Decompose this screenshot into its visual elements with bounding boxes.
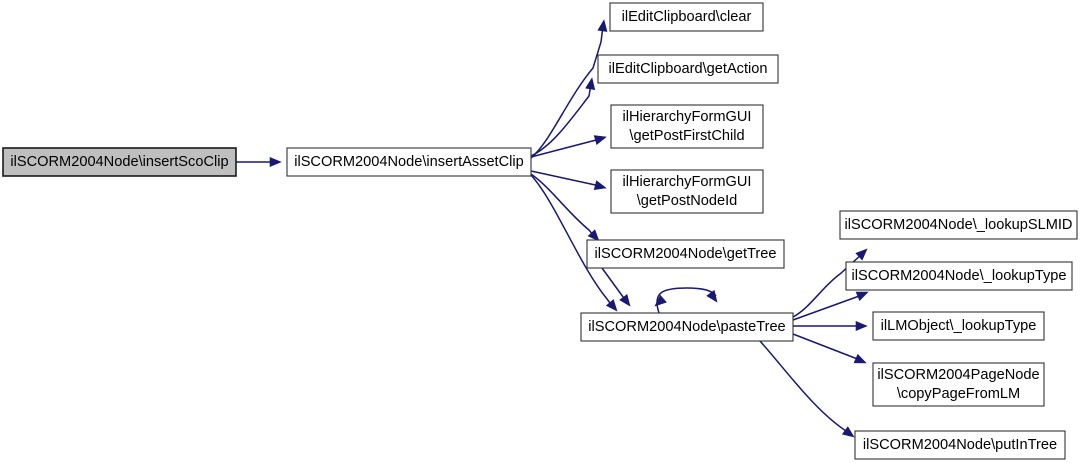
node-copyPageFromLM[interactable]: ilSCORM2004PageNode \copyPageFromLM <box>872 362 1045 407</box>
node-label-getAction: ilEditClipboard\getAction <box>609 61 768 77</box>
node-label-lookupSLMID: ilSCORM2004Node\_lookupSLMID <box>845 217 1073 233</box>
node-box-lookupTypeNode[interactable] <box>845 261 1073 291</box>
edge-insertAssetClip-to-getPostFirstChild <box>530 135 607 158</box>
node-pasteTree[interactable]: ilSCORM2004Node\pasteTree <box>580 312 794 342</box>
node-box-getPostFirstChild[interactable] <box>610 104 764 149</box>
node-lookupTypeNode[interactable]: ilSCORM2004Node\_lookupType <box>845 261 1073 291</box>
node-label-lookupTypeLMObject: ilLMObject\_lookupType <box>881 318 1037 334</box>
node-box-copyPageFromLM[interactable] <box>872 362 1045 407</box>
edge-insertScoClip-to-insertAssetClip <box>236 156 282 168</box>
node-label-insertScoClip: ilSCORM2004Node\insertScoClip <box>10 154 228 170</box>
node-box-lookupTypeLMObject[interactable] <box>872 311 1045 341</box>
node-label-insertAssetClip: ilSCORM2004Node\insertAssetClip <box>294 154 524 170</box>
node-label-copyPageFromLM: \copyPageFromLM <box>897 386 1020 402</box>
node-label-getPostFirstChild: \getPostFirstChild <box>629 128 744 144</box>
node-label-putInTree: ilSCORM2004Node\putInTree <box>863 437 1057 453</box>
edge-getTree-to-pasteTree <box>601 267 631 307</box>
node-label-clear: ilEditClipboard\clear <box>622 9 752 25</box>
edge-insertAssetClip-to-clear <box>530 19 608 159</box>
node-label-pasteTree: ilSCORM2004Node\pasteTree <box>588 319 785 335</box>
node-box-getTree[interactable] <box>586 239 785 269</box>
node-box-putInTree[interactable] <box>854 430 1066 460</box>
node-getAction[interactable]: ilEditClipboard\getAction <box>597 54 779 84</box>
node-box-insertAssetClip[interactable] <box>286 147 532 177</box>
node-label-copyPageFromLM: ilSCORM2004PageNode <box>877 367 1039 383</box>
node-label-lookupTypeNode: ilSCORM2004Node\_lookupType <box>852 268 1067 284</box>
node-putInTree[interactable]: ilSCORM2004Node\putInTree <box>854 430 1066 460</box>
edge-pasteTree-to-lookupTypeLMObject <box>793 320 868 332</box>
node-label-getPostNodeId: \getPostNodeId <box>637 193 738 209</box>
node-label-getPostFirstChild: ilHierarchyFormGUI <box>623 109 752 125</box>
node-box-lookupSLMID[interactable] <box>839 210 1078 240</box>
node-box-clear[interactable] <box>609 2 764 32</box>
node-lookupTypeLMObject[interactable]: ilLMObject\_lookupType <box>872 311 1045 341</box>
node-insertAssetClip[interactable]: ilSCORM2004Node\insertAssetClip <box>286 147 532 177</box>
edge-pasteTree-to-lookupSLMID <box>792 248 868 318</box>
node-box-pasteTree[interactable] <box>580 312 794 342</box>
node-insertScoClip[interactable]: ilSCORM2004Node\insertScoClip <box>2 147 237 177</box>
node-box-getPostNodeId[interactable] <box>610 169 764 214</box>
node-getTree[interactable]: ilSCORM2004Node\getTree <box>586 239 785 269</box>
edge-pasteTree-to-lookupTypeNode <box>792 291 869 321</box>
node-label-getTree: ilSCORM2004Node\getTree <box>595 246 777 262</box>
node-getPostNodeId[interactable]: ilHierarchyFormGUI \getPostNodeId <box>610 169 764 214</box>
node-lookupSLMID[interactable]: ilSCORM2004Node\_lookupSLMID <box>839 210 1078 240</box>
node-label-getPostNodeId: ilHierarchyFormGUI <box>623 174 752 190</box>
node-clear[interactable]: ilEditClipboard\clear <box>609 2 764 32</box>
edge-insertAssetClip-to-getPostNodeId <box>530 170 607 190</box>
edge-pasteTree-to-pasteTree <box>654 287 718 314</box>
edges-layer <box>236 19 869 438</box>
edge-insertAssetClip-to-getAction <box>530 77 596 157</box>
node-box-insertScoClip[interactable] <box>2 147 237 177</box>
edge-insertAssetClip-to-getTree <box>530 173 600 242</box>
edge-insertAssetClip-to-pasteTree <box>530 174 618 312</box>
node-getPostFirstChild[interactable]: ilHierarchyFormGUI \getPostFirstChild <box>610 104 764 149</box>
node-box-getAction[interactable] <box>597 54 779 84</box>
edge-pasteTree-to-copyPageFromLM <box>792 333 867 364</box>
edge-pasteTree-to-putInTree <box>759 340 855 438</box>
